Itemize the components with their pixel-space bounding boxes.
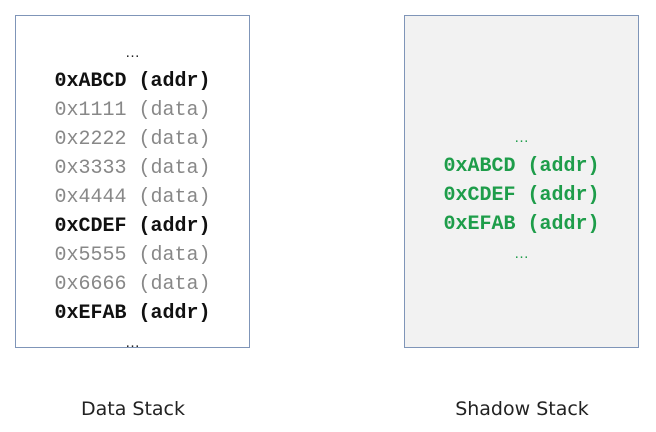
data-stack-caption: Data Stack: [80, 398, 185, 420]
data-stack-entry-data: 0x6666 (data): [54, 273, 211, 296]
shadow-stack-entries: … 0xABCD (addr) 0xCDEF (addr) 0xEFAB (ad…: [405, 123, 638, 268]
data-stack-entries: … 0xABCD (addr) 0x1111 (data) 0x2222 (da…: [16, 38, 249, 357]
data-stack-entry-data: 0x5555 (data): [54, 244, 211, 267]
data-stack-entry-data: 0x2222 (data): [54, 128, 211, 151]
data-stack-entry-addr: 0xCDEF (addr): [54, 215, 211, 238]
data-stack-entry-data: 0x1111 (data): [54, 99, 211, 122]
shadow-stack-entry-ellipsis-bottom: …: [514, 245, 529, 262]
data-stack-entry-data: 0x4444 (data): [54, 186, 211, 209]
shadow-stack-entry-addr: 0xCDEF (addr): [443, 184, 600, 207]
data-stack-entry-data: 0x3333 (data): [54, 157, 211, 180]
data-stack-box: … 0xABCD (addr) 0x1111 (data) 0x2222 (da…: [15, 15, 250, 351]
data-stack-entry-addr: 0xABCD (addr): [54, 70, 211, 93]
shadow-stack-entry-addr: 0xEFAB (addr): [443, 213, 600, 236]
shadow-stack-entry-ellipsis-top: …: [514, 129, 529, 146]
data-stack-entry-ellipsis-top: …: [125, 44, 140, 61]
shadow-stack-caption: Shadow Stack: [455, 398, 589, 420]
shadow-stack-box: … 0xABCD (addr) 0xCDEF (addr) 0xEFAB (ad…: [404, 15, 639, 348]
shadow-stack-entry-addr: 0xABCD (addr): [443, 155, 600, 178]
data-stack-entry-ellipsis-bottom: …: [125, 334, 140, 351]
data-stack-entry-addr: 0xEFAB (addr): [54, 302, 211, 325]
